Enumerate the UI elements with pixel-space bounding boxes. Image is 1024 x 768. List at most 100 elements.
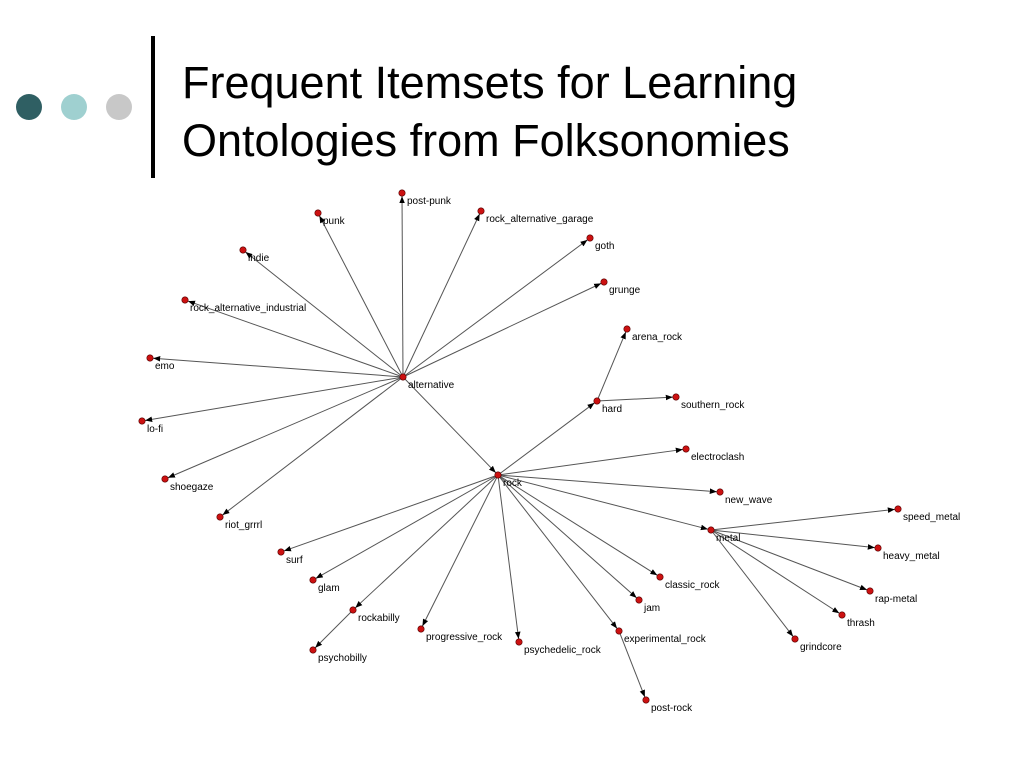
node-emo: emo <box>146 354 175 372</box>
node-label: arena_rock <box>632 332 683 343</box>
node-marker <box>707 526 715 534</box>
node-label: electroclash <box>691 452 744 463</box>
node-label: southern_rock <box>681 400 745 411</box>
node-speed_metal: speed_metal <box>894 505 960 523</box>
node-label: goth <box>595 241 614 252</box>
node-indie: indie <box>239 246 270 264</box>
node-progressive_rock: progressive_rock <box>417 625 503 643</box>
edge-alternative-to-emo <box>153 355 404 378</box>
node-marker <box>399 373 407 381</box>
node-marker <box>672 393 680 401</box>
node-label: psychedelic_rock <box>524 645 602 656</box>
node-label: speed_metal <box>903 512 960 523</box>
node-southern_rock: southern_rock <box>672 393 745 411</box>
node-heavy_metal: heavy_metal <box>874 544 940 562</box>
node-label: surf <box>286 555 303 566</box>
edge-rock-to-classic_rock <box>497 474 658 576</box>
node-label: shoegaze <box>170 482 214 493</box>
node-thrash: thrash <box>838 611 875 629</box>
edge-rockabilly-to-psychobilly <box>314 609 354 649</box>
edge-alternative-to-rock <box>402 376 497 474</box>
node-marker <box>593 397 601 405</box>
node-label: glam <box>318 583 340 594</box>
node-label: indie <box>248 253 270 264</box>
edge-alternative-to-grunge <box>402 282 602 378</box>
node-psychobilly: psychobilly <box>309 646 367 664</box>
node-alternative: alternative <box>399 373 455 391</box>
edge-alternative-to-indie <box>245 251 404 378</box>
node-shoegaze: shoegaze <box>161 475 214 493</box>
node-hard: hard <box>593 397 622 415</box>
node-label: alternative <box>408 380 455 391</box>
edge-rock-to-electroclash <box>497 447 683 476</box>
edge-rock-to-rockabilly <box>355 474 499 609</box>
node-experimental_rock: experimental_rock <box>615 627 707 645</box>
edge-metal-to-rap-metal <box>710 529 868 591</box>
node-new_wave: new_wave <box>716 488 773 506</box>
slide-title-line-2: Ontologies from Folksonomies <box>182 115 790 166</box>
node-label: grunge <box>609 285 641 296</box>
node-label: rock_alternative_garage <box>486 214 594 225</box>
node-marker <box>309 646 317 654</box>
dot-dark <box>16 94 42 120</box>
node-marker <box>494 471 502 479</box>
node-marker <box>239 246 247 254</box>
node-label: new_wave <box>725 495 773 506</box>
edge-rock-to-jam <box>497 474 637 599</box>
dot-light <box>61 94 87 120</box>
node-label: thrash <box>847 618 875 629</box>
node-label: psychobilly <box>318 653 367 664</box>
node-marker <box>615 627 623 635</box>
node-marker <box>682 445 690 453</box>
node-marker <box>656 573 664 581</box>
node-punk: punk <box>314 209 346 227</box>
node-label: rockabilly <box>358 613 400 624</box>
node-psychedelic_rock: psychedelic_rock <box>515 638 602 656</box>
node-marker <box>515 638 523 646</box>
edge-metal-to-heavy_metal <box>710 529 875 550</box>
node-rockabilly: rockabilly <box>349 606 400 624</box>
edge-metal-to-thrash <box>710 529 840 614</box>
node-post-punk: post-punk <box>398 189 452 207</box>
node-rock: rock <box>494 471 523 489</box>
edge-metal-to-speed_metal <box>710 507 895 531</box>
edge-hard-to-arena_rock <box>596 331 627 402</box>
graph-edges <box>145 196 895 698</box>
node-marker <box>181 296 189 304</box>
node-label: post-rock <box>651 703 693 714</box>
edge-rock-to-hard <box>497 402 595 476</box>
edge-metal-to-grindcore <box>710 529 794 637</box>
edge-rock-to-glam <box>315 474 499 579</box>
node-label: jam <box>643 603 660 614</box>
node-marker <box>586 234 594 242</box>
edge-experimental_rock-to-post-rock <box>618 630 646 698</box>
node-label: progressive_rock <box>426 632 503 643</box>
node-riot_grrrl: riot_grrrl <box>216 513 262 531</box>
node-rap-metal: rap-metal <box>866 587 917 605</box>
node-marker <box>161 475 169 483</box>
node-post-rock: post-rock <box>642 696 693 714</box>
node-label: experimental_rock <box>624 634 707 645</box>
node-marker <box>635 596 643 604</box>
node-label: riot_grrrl <box>225 520 262 531</box>
node-marker <box>866 587 874 595</box>
node-marker <box>277 548 285 556</box>
node-marker <box>309 576 317 584</box>
slide-title: Frequent Itemsets for Learning Ontologie… <box>182 54 982 170</box>
node-grunge: grunge <box>600 278 641 296</box>
node-classic_rock: classic_rock <box>656 573 720 591</box>
node-label: lo-fi <box>147 424 163 435</box>
node-rock_alternative_industrial: rock_alternative_industrial <box>181 296 306 314</box>
edge-alternative-to-rock_alternative_garage <box>402 213 481 378</box>
node-marker <box>138 417 146 425</box>
node-marker <box>894 505 902 513</box>
node-marker <box>314 209 322 217</box>
dot-gray <box>106 94 132 120</box>
edge-rock-to-experimental_rock <box>497 474 618 629</box>
node-marker <box>349 606 357 614</box>
edge-alternative-to-lo-fi <box>145 376 404 423</box>
node-label: rap-metal <box>875 594 917 605</box>
node-marker <box>716 488 724 496</box>
node-label: rock <box>503 478 523 489</box>
